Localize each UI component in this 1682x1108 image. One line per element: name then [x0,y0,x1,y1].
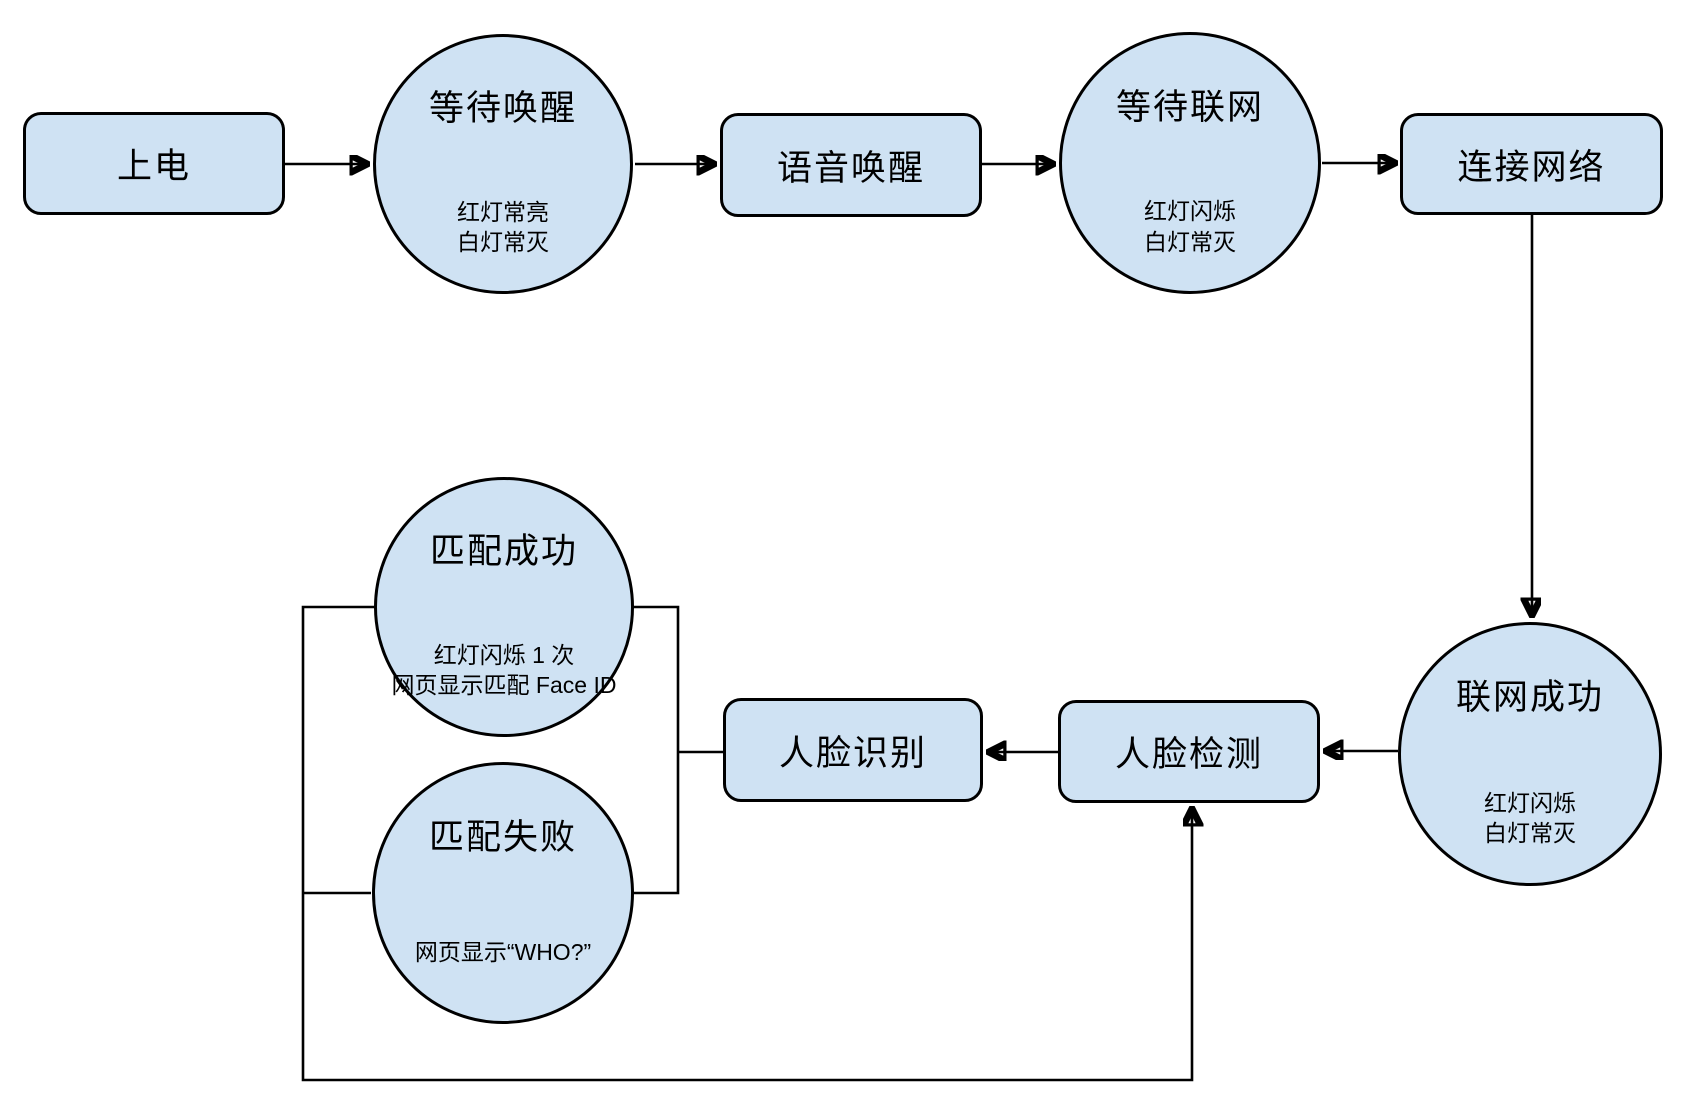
status-line: 网页显示“WHO?” [414,938,592,965]
status-line: 红灯闪烁 1 次 [433,642,575,669]
node-face-detect: 人脸检测 [1058,700,1320,803]
status-line: 白灯常灭 [1484,819,1576,846]
node-wait-network-status: 红灯闪烁 白灯常灭 [1062,196,1318,257]
status-line: 网页显示匹配 Face ID [391,672,617,699]
node-match-ok: 匹配成功 红灯闪烁 1 次 网页显示匹配 Face ID [374,477,634,737]
node-network-ok-status: 红灯闪烁 白灯常灭 [1401,788,1659,849]
node-wait-network-label: 等待联网 [1115,87,1264,127]
node-match-fail: 匹配失败 网页显示“WHO?” [372,762,634,1024]
node-wait-wake: 等待唤醒 红灯常亮 白灯常灭 [373,34,633,294]
status-line: 红灯常亮 [457,199,549,226]
node-connect-network-label: 连接网络 [1457,147,1606,187]
status-line: 白灯常灭 [457,229,549,256]
status-line: 白灯常灭 [1144,228,1236,255]
node-power-on: 上电 [23,112,285,215]
node-voice-wake: 语音唤醒 [720,113,982,217]
node-wait-wake-status: 红灯常亮 白灯常灭 [376,197,630,258]
node-face-recognize: 人脸识别 [723,698,983,802]
node-match-ok-label: 匹配成功 [429,532,578,572]
node-match-fail-label: 匹配失败 [428,817,577,857]
node-match-ok-status: 红灯闪烁 1 次 网页显示匹配 Face ID [377,640,631,701]
status-line: 红灯闪烁 [1144,198,1236,225]
node-connect-network: 连接网络 [1400,113,1663,215]
node-network-ok: 联网成功 红灯闪烁 白灯常灭 [1398,622,1662,886]
node-face-recognize-label: 人脸识别 [778,733,927,773]
status-line: 红灯闪烁 [1484,789,1576,816]
node-face-detect-label: 人脸检测 [1114,735,1263,774]
node-wait-wake-label: 等待唤醒 [428,89,577,129]
edge-bracket-right [633,605,680,895]
node-match-fail-status: 网页显示“WHO?” [375,937,631,967]
node-network-ok-label: 联网成功 [1455,677,1604,717]
edge-loop-to-facedetect [301,605,1192,1082]
node-wait-network: 等待联网 红灯闪烁 白灯常灭 [1059,32,1321,294]
node-power-on-label: 上电 [116,147,191,186]
node-voice-wake-label: 语音唤醒 [776,148,925,188]
